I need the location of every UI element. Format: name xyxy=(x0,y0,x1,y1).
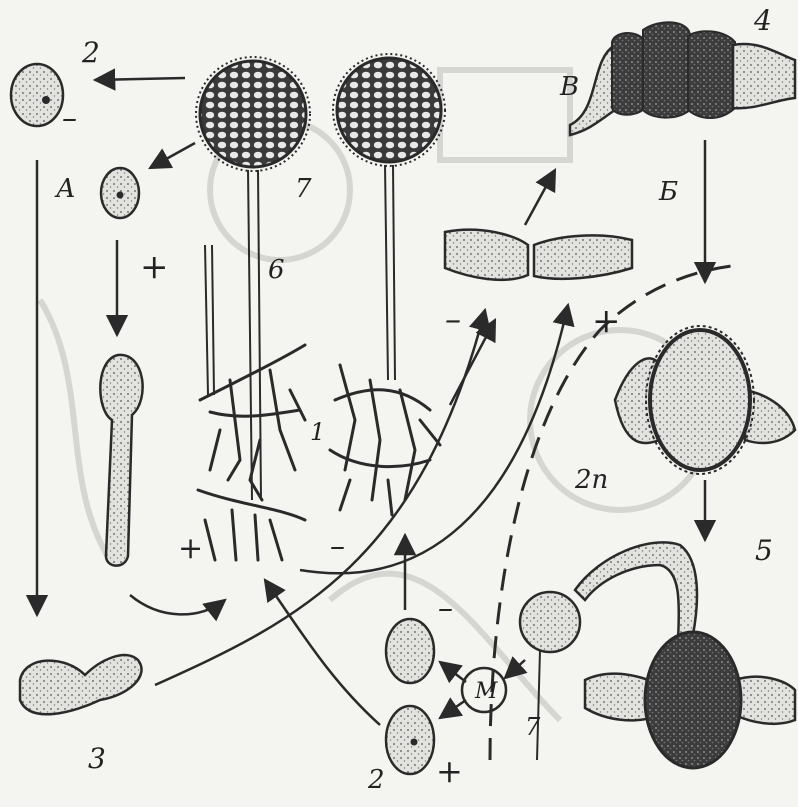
label-plus-left: + xyxy=(140,247,169,287)
label-4: 4 xyxy=(753,4,772,37)
germ-tube-spore-3 xyxy=(20,655,142,714)
label-plus-bottom: + xyxy=(436,752,463,790)
spore-plus-bottom xyxy=(386,706,434,774)
label-minus-spore: – xyxy=(438,591,453,626)
label-minus-lower: – xyxy=(330,529,345,564)
label-a: А xyxy=(54,174,76,204)
germinating-zygospore xyxy=(575,542,795,768)
label-b: Б xyxy=(658,177,678,207)
arrow-m-to-spore-plus xyxy=(440,700,466,718)
arrow-to-spore-2 xyxy=(95,78,185,80)
arrow-germination-to-mycelium xyxy=(130,595,225,614)
spore-top-left xyxy=(11,64,63,126)
arrow-to-spore-plus xyxy=(150,143,195,168)
mycelium-middle xyxy=(330,365,440,515)
arrow-spore3-to-conjugation xyxy=(155,310,485,685)
label-5: 5 xyxy=(755,534,773,567)
sporangium-left xyxy=(196,57,310,500)
label-2-top: 2 xyxy=(81,36,100,69)
label-7-top: 7 xyxy=(295,174,312,204)
sporangium-middle xyxy=(333,54,445,380)
label-v: В xyxy=(559,72,579,102)
zygospore-2n xyxy=(615,326,795,474)
label-minus-mid: – xyxy=(445,300,461,338)
label-2-bottom: 2 xyxy=(367,765,385,795)
spore-minus-bottom xyxy=(386,619,434,683)
label-plus-mid: + xyxy=(592,301,621,341)
arrow-m-to-spore-minus xyxy=(440,662,466,682)
label-plus-lower: + xyxy=(178,531,203,566)
label-1: 1 xyxy=(310,418,325,446)
arrow-hyphae-to-gametangia xyxy=(525,170,555,225)
label-7-bottom: 7 xyxy=(525,713,541,741)
gametangia-contact xyxy=(445,230,632,280)
label-minus-top: – xyxy=(62,101,77,136)
label-3: 3 xyxy=(88,742,106,775)
spore-plus-small xyxy=(101,168,139,218)
arrow-spore-plus-to-mycelium xyxy=(265,580,380,725)
label-2n: 2n xyxy=(574,465,608,495)
gametangia-fusion xyxy=(570,22,795,135)
label-6: 6 xyxy=(268,255,285,285)
germinating-spore xyxy=(100,355,142,566)
label-m: M xyxy=(474,679,498,704)
